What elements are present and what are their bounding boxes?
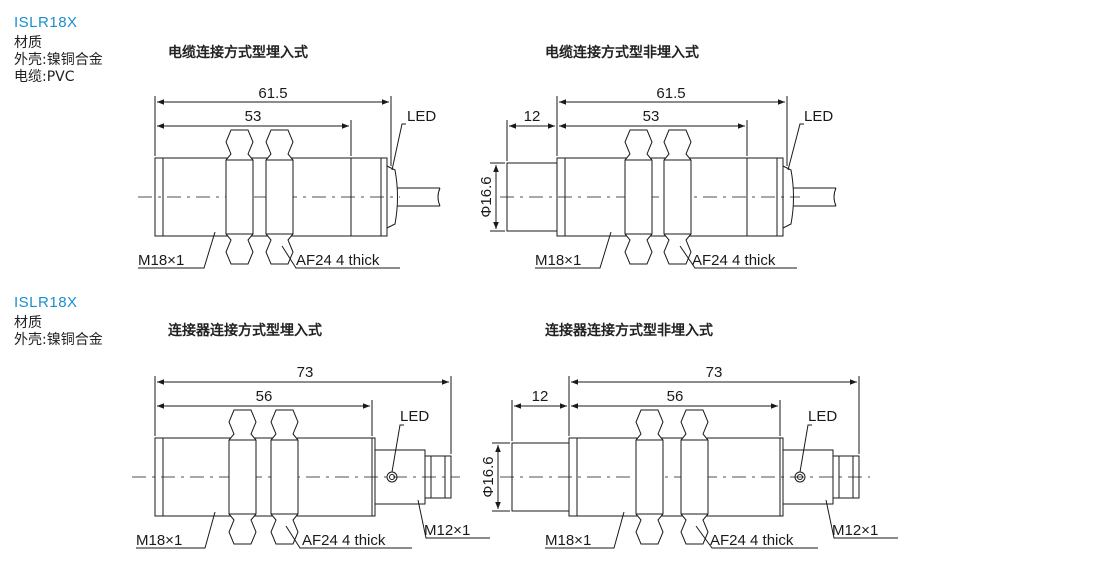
hex-nut xyxy=(225,129,254,265)
cable-cap xyxy=(386,165,398,229)
dim-label: 12 xyxy=(532,388,549,405)
material-list: 材质 外壳:镍铜合金 xyxy=(14,315,103,349)
diameter-label: Φ16.6 xyxy=(478,176,495,217)
hex-nut xyxy=(228,409,257,545)
led-label: LED xyxy=(407,108,436,125)
material-list: 材质 外壳:镍铜合金 电缆:PVC xyxy=(14,35,103,86)
led-label: LED xyxy=(804,108,833,125)
led-label: LED xyxy=(400,408,429,425)
led-leader xyxy=(391,123,406,171)
thread-label: M18×1 xyxy=(535,252,581,269)
material-line: 材质 xyxy=(14,35,42,51)
drawing-title: 连接器连接方式型非埋入式 xyxy=(545,323,713,339)
m12-label: M12×1 xyxy=(424,522,470,539)
drawing-title: 电缆连接方式型非埋入式 xyxy=(545,45,699,61)
thread-label: M18×1 xyxy=(138,252,184,269)
nut-label: AF24 4 thick xyxy=(710,532,794,549)
dim-label: 53 xyxy=(245,108,262,125)
thread-label: M18×1 xyxy=(136,532,182,549)
diameter-label: Φ16.6 xyxy=(480,456,497,497)
dimension-labels: 61.5 53 LED M18×1 AF24 4 thick 61.5 12 5… xyxy=(136,85,878,549)
material-line: 外壳:镍铜合金 xyxy=(14,52,103,68)
hex-nut xyxy=(663,129,692,265)
material-line: 材质 xyxy=(14,315,42,331)
material-line: 外壳:镍铜合金 xyxy=(14,332,103,348)
nut-label: AF24 4 thick xyxy=(302,532,386,549)
drawing-connector-flush xyxy=(132,376,490,549)
nut-label: AF24 4 thick xyxy=(296,252,380,269)
dim-label: 73 xyxy=(706,364,723,381)
section1-info: ISLR18X 材质 外壳:镍铜合金 电缆:PVC xyxy=(14,14,103,86)
thread-label: M18×1 xyxy=(545,532,591,549)
section2-info: ISLR18X 材质 外壳:镍铜合金 xyxy=(14,294,103,349)
dim-label: 61.5 xyxy=(656,85,685,102)
drawing-title: 电缆连接方式型埋入式 xyxy=(168,45,308,61)
hex-nut xyxy=(265,129,294,265)
dim-label: 61.5 xyxy=(258,85,287,102)
hex-nut xyxy=(624,129,653,265)
m12-label: M12×1 xyxy=(832,522,878,539)
dim-label: 56 xyxy=(667,388,684,405)
thread-leader xyxy=(138,231,216,269)
drawing-cable-nonflush xyxy=(490,96,837,269)
nut-label: AF24 4 thick xyxy=(692,252,776,269)
model-name: ISLR18X xyxy=(14,14,78,31)
drawing-title: 连接器连接方式型埋入式 xyxy=(168,323,322,339)
led-label: LED xyxy=(808,408,837,425)
nut-leader xyxy=(281,245,400,269)
cable-break xyxy=(437,187,441,207)
material-line: 电缆:PVC xyxy=(14,69,75,85)
hex-nut xyxy=(270,409,299,545)
drawing-connector-nonflush xyxy=(492,376,898,549)
dim-label: 73 xyxy=(297,364,314,381)
dim-label: 53 xyxy=(643,108,660,125)
hex-nut xyxy=(635,409,664,545)
dim-label: 12 xyxy=(524,108,541,125)
hex-nut xyxy=(680,409,709,545)
model-name: ISLR18X xyxy=(14,294,78,311)
dim-label: 56 xyxy=(256,388,273,405)
drawing-cable-flush xyxy=(138,96,441,269)
connector-m12 xyxy=(424,455,452,499)
